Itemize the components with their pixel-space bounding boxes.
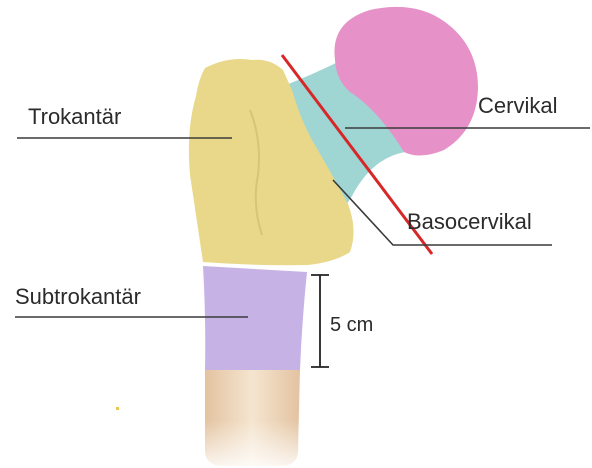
subtrochanteric-region — [203, 266, 307, 370]
label-cervikal: Cervikal — [478, 93, 557, 118]
speck — [116, 407, 119, 410]
label-trokantar: Trokantär — [28, 104, 121, 129]
label-subtrokantar: Subtrokantär — [15, 284, 141, 309]
measure-bracket — [311, 275, 329, 367]
shaft-fade — [200, 420, 305, 468]
measure-label: 5 cm — [330, 314, 373, 336]
label-basocervikal: Basocervikal — [407, 209, 532, 234]
